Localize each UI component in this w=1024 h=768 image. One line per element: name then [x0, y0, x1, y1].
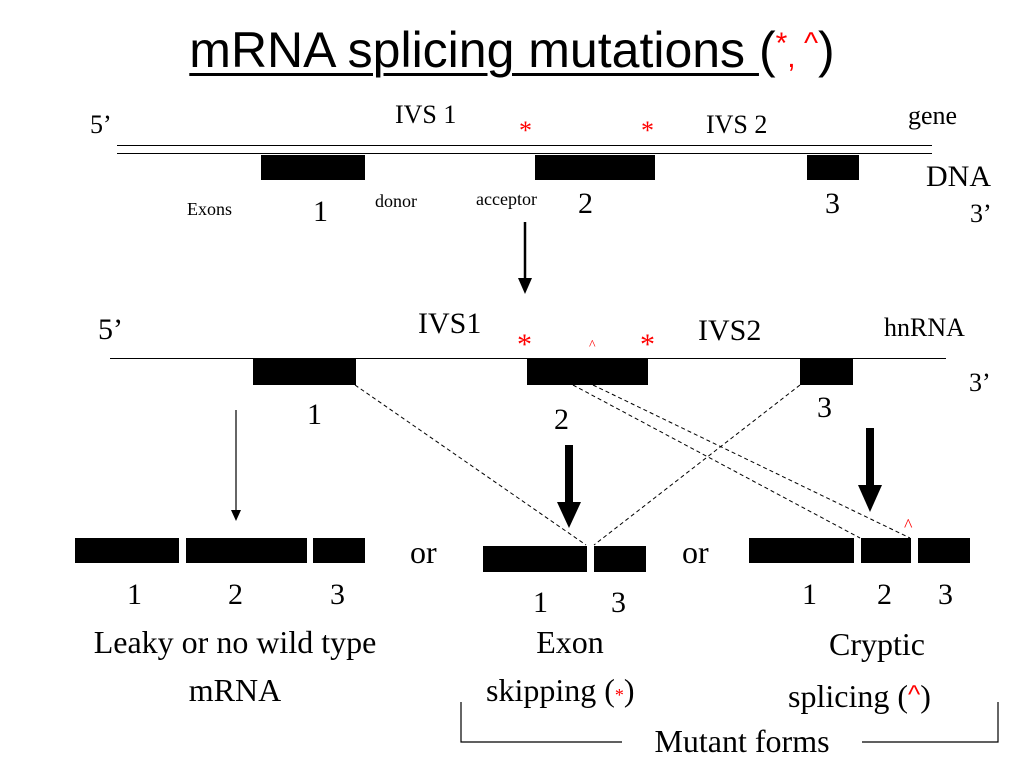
dna-exon-1-number: 1: [313, 195, 328, 228]
cryptic-caption-close: ): [920, 678, 931, 714]
slide-title: mRNA splicing mutations (*, ^): [0, 12, 1024, 90]
dna-strand-bottom: [117, 153, 932, 154]
hnrna-three-prime-label: 3’: [969, 368, 991, 397]
hnrna-exon-3: [800, 358, 853, 385]
donor-label: donor: [375, 191, 417, 211]
hnrna-mutation-star-2: *: [640, 328, 655, 361]
dash-exon2-to-cryptic-b: [592, 384, 911, 539]
or-separator-1: or: [410, 534, 437, 570]
cryptic-exon-2-number: 2: [877, 578, 892, 611]
splice-mapping-lines: [354, 384, 911, 546]
dna-label: DNA: [926, 160, 991, 193]
dna-five-prime-label: 5’: [90, 110, 112, 139]
skipping-exon-1-number: 1: [533, 586, 548, 619]
cryptic-arrow-head: [858, 485, 882, 512]
dna-mutation-star-2: *: [641, 116, 654, 145]
hnrna-mutation-star-1: *: [517, 328, 532, 361]
hnrna-label: hnRNA: [884, 313, 965, 342]
dna-gene-label: gene: [908, 101, 958, 130]
cryptic-exon-3: [918, 538, 970, 563]
cryptic-caption-text: splicing (: [788, 678, 908, 714]
leaky-exon-3: [313, 538, 365, 563]
skipping-exon-1: [483, 546, 587, 572]
dna-exon-3-number: 3: [825, 187, 840, 220]
leaky-caption-line-2: mRNA: [188, 672, 282, 708]
leaky-exon-3-number: 3: [330, 578, 345, 611]
hnrna-ivs1-label: IVS1: [418, 307, 482, 340]
hnrna-exon-1: [253, 358, 356, 385]
dna-ivs1-label: IVS 1: [395, 100, 457, 129]
dna-mutation-star-1: *: [519, 116, 532, 145]
leaky-exon-1: [75, 538, 179, 563]
exons-label: Exons: [187, 199, 232, 219]
hnrna-ivs2-label: IVS2: [698, 314, 762, 347]
dna-exon-1: [261, 155, 365, 180]
hnrna-cryptic-caret: ^: [589, 338, 596, 353]
or-separator-2: or: [682, 534, 709, 570]
cryptic-exon-1: [749, 538, 854, 563]
cryptic-exon-3-number: 3: [938, 578, 953, 611]
title-main-text: mRNA splicing mutations: [189, 22, 759, 78]
cryptic-site-caret: ^: [904, 515, 913, 535]
skipping-caption-line-1: Exon: [536, 624, 604, 660]
leaky-exon-2: [186, 538, 307, 563]
skipping-caption-symbol: *: [614, 685, 624, 705]
title-comma: ,: [787, 41, 804, 74]
hnrna-exon-2: [527, 358, 648, 385]
leaky-exon-1-number: 1: [127, 578, 142, 611]
mutant-forms-label: Mutant forms: [654, 723, 830, 759]
transcription-arrow-head: [518, 278, 532, 294]
dna-strand-top: [117, 145, 932, 146]
title-open-paren: (: [758, 22, 776, 78]
title-caret: ^: [803, 27, 819, 60]
hnrna-exon-1-number: 1: [307, 398, 322, 431]
hnrna-five-prime-label: 5’: [98, 313, 123, 346]
cryptic-caption-line-1: Cryptic: [829, 626, 925, 662]
dna-three-prime-label: 3’: [970, 199, 992, 228]
acceptor-label: acceptor: [476, 189, 537, 209]
cryptic-caption-line-2: splicing (^): [788, 676, 931, 714]
hnrna-exon-2-number: 2: [554, 403, 569, 436]
leaky-exon-2-number: 2: [228, 578, 243, 611]
skipping-exon-3-number: 3: [611, 586, 626, 619]
title-close-paren: ): [818, 22, 835, 78]
hnrna-exon-3-number: 3: [817, 391, 832, 424]
leaky-arrow-head: [231, 510, 241, 521]
cryptic-exon-1-number: 1: [802, 578, 817, 611]
skipping-arrow-head: [557, 502, 581, 528]
dna-ivs2-label: IVS 2: [706, 110, 768, 139]
skipping-caption-close: ): [623, 672, 635, 708]
dna-exon-3: [807, 155, 859, 180]
leaky-caption-line-1: Leaky or no wild type: [93, 624, 377, 660]
skipping-exon-3: [594, 546, 646, 572]
dash-exon3-to-skip: [593, 384, 801, 546]
skipping-caption-text: skipping (: [486, 672, 615, 708]
cryptic-exon-2: [861, 538, 911, 563]
cryptic-caption-symbol: ^: [907, 679, 921, 709]
title-asterisk: *: [775, 27, 788, 60]
dash-exon1-to-skip: [354, 384, 587, 546]
dash-exon2-to-cryptic-a: [572, 384, 861, 539]
mutant-forms-bracket: [460, 702, 999, 743]
skipping-caption-line-2: skipping (*): [486, 672, 635, 713]
dna-exon-2-number: 2: [578, 187, 593, 220]
dna-exon-2: [535, 155, 655, 180]
